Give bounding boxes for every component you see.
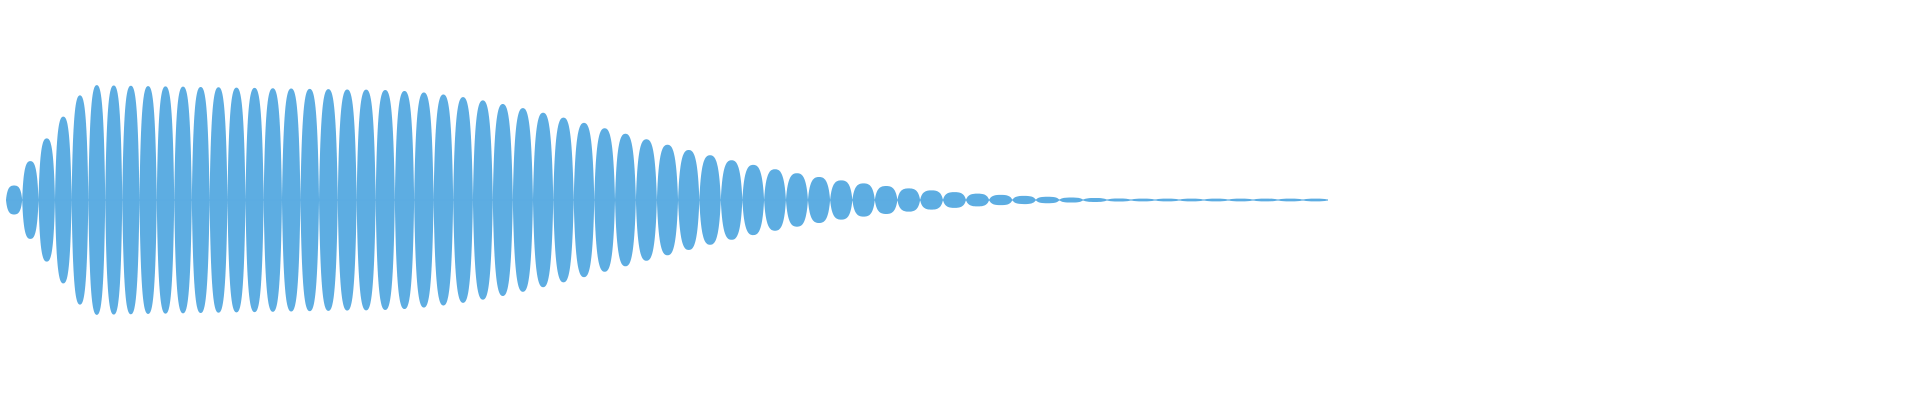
waveform-lobes: [6, 85, 1328, 315]
